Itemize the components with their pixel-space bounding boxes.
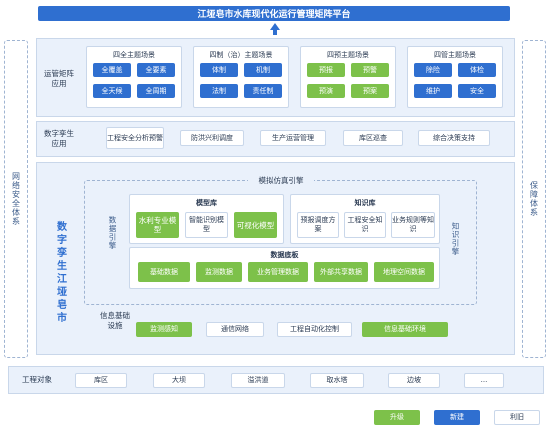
- network-security-label: 网络安全体系: [11, 172, 21, 226]
- info-infra-label: 信息基础设施: [100, 311, 130, 330]
- info-item[interactable]: 通信网络: [206, 322, 264, 337]
- scenario-item[interactable]: 预案: [351, 84, 389, 98]
- scenario-item[interactable]: 全覆盖: [93, 63, 131, 77]
- data-item[interactable]: 地理空间数据: [374, 262, 434, 282]
- info-item[interactable]: 监测感知: [136, 322, 192, 337]
- knowledge-item[interactable]: 预报调度方案: [297, 212, 339, 238]
- model-library: 模型库 水利专业模型 智能识别模型 可视化模型: [129, 194, 284, 244]
- scenario-item[interactable]: 维护: [414, 84, 452, 98]
- object-item[interactable]: 大坝: [153, 373, 205, 388]
- knowledge-library-title: 知识库: [354, 199, 376, 207]
- up-arrow-icon: [270, 23, 280, 30]
- scenario-item[interactable]: 预警: [351, 63, 389, 77]
- info-item[interactable]: 信息基础环境: [362, 322, 448, 337]
- simulation-engine-label: 模拟仿真引擎: [248, 175, 314, 186]
- info-item[interactable]: 工程自动化控制: [277, 322, 352, 337]
- object-item[interactable]: 库区: [75, 373, 127, 388]
- twin-app-label: 数字孪生应用: [44, 129, 74, 148]
- twin-app-item[interactable]: 库区巡查: [343, 130, 403, 146]
- scenario-item[interactable]: 全周期: [137, 84, 175, 98]
- scenario-item[interactable]: 体检: [458, 63, 496, 77]
- scenario-item[interactable]: 全天候: [93, 84, 131, 98]
- data-item[interactable]: 基础数据: [138, 262, 190, 282]
- ops-matrix-label: 运管矩阵应用: [44, 69, 74, 88]
- data-base-plate: 数据底板 基础数据 监测数据 业务管理数据 外部共享数据 地理空间数据: [129, 247, 440, 289]
- scenario-group-title: 四预主题场景: [327, 51, 369, 59]
- up-arrow-stem: [273, 29, 277, 35]
- legend-reuse: 利旧: [494, 410, 540, 425]
- scenario-item[interactable]: 机制: [244, 63, 282, 77]
- platform-title-bar: 江垭皂市水库现代化运行管理矩阵平台: [38, 6, 510, 21]
- data-item[interactable]: 监测数据: [196, 262, 242, 282]
- object-item[interactable]: ...: [464, 373, 504, 388]
- platform-title: 江垭皂市水库现代化运行管理矩阵平台: [197, 10, 351, 20]
- scenario-item[interactable]: 安全: [458, 84, 496, 98]
- scenario-group-siguan: 四管主题场景 除险 体检 维护 安全: [407, 46, 503, 108]
- scenario-item[interactable]: 预报: [307, 63, 345, 77]
- scenario-item[interactable]: 体制: [200, 63, 238, 77]
- legend-upgrade: 升级: [374, 410, 420, 425]
- model-item[interactable]: 智能识别模型: [185, 212, 228, 238]
- model-item[interactable]: 可视化模型: [234, 212, 277, 238]
- object-item[interactable]: 边坡: [388, 373, 440, 388]
- twin-app-item[interactable]: 防洪兴利调度: [180, 130, 244, 146]
- network-security-bar: 网络安全体系: [4, 40, 28, 358]
- guarantee-system-label: 保障体系: [529, 181, 539, 217]
- model-library-title: 模型库: [196, 199, 217, 207]
- object-item[interactable]: 溢洪道: [231, 373, 285, 388]
- scenario-item[interactable]: 全要素: [137, 63, 175, 77]
- scenario-group-sizhi: 四制（治）主题场景 体制 机制 法制 责任制: [193, 46, 289, 108]
- knowledge-engine-label: 知识引擎: [451, 222, 460, 256]
- engineering-objects-label: 工程对象: [22, 375, 52, 384]
- object-item[interactable]: 取水塔: [310, 373, 364, 388]
- scenario-group-title: 四制（治）主题场景: [209, 51, 273, 59]
- twin-app-item[interactable]: 综合决策支持: [418, 130, 490, 146]
- guarantee-system-bar: 保障体系: [522, 40, 546, 358]
- data-base-title: 数据底板: [270, 251, 299, 259]
- scenario-item[interactable]: 预演: [307, 84, 345, 98]
- scenario-group-title: 四全主题场景: [113, 51, 155, 59]
- scenario-item[interactable]: 除险: [414, 63, 452, 77]
- legend-new: 新建: [434, 410, 480, 425]
- data-item[interactable]: 业务管理数据: [248, 262, 308, 282]
- scenario-group-quanquan: 四全主题场景 全覆盖 全要素 全天候 全周期: [86, 46, 182, 108]
- scenario-group-siyu: 四预主题场景 预报 预警 预演 预案: [300, 46, 396, 108]
- knowledge-item[interactable]: 工程安全知识: [344, 212, 386, 238]
- scenario-item[interactable]: 法制: [200, 84, 238, 98]
- scenario-group-title: 四管主题场景: [434, 51, 476, 59]
- model-item[interactable]: 水利专业模型: [136, 212, 179, 238]
- data-engine-label: 数据引擎: [108, 216, 117, 250]
- scenario-item[interactable]: 责任制: [244, 84, 282, 98]
- twin-app-item[interactable]: 工程安全分析预警: [106, 127, 164, 149]
- digital-twin-label: 数字孪生江垭皂市: [57, 222, 67, 324]
- twin-app-item[interactable]: 生产运营管理: [260, 130, 326, 146]
- data-item[interactable]: 外部共享数据: [314, 262, 368, 282]
- knowledge-item[interactable]: 业务规则等知识: [391, 212, 435, 238]
- knowledge-library: 知识库 预报调度方案 工程安全知识 业务规则等知识: [290, 194, 440, 244]
